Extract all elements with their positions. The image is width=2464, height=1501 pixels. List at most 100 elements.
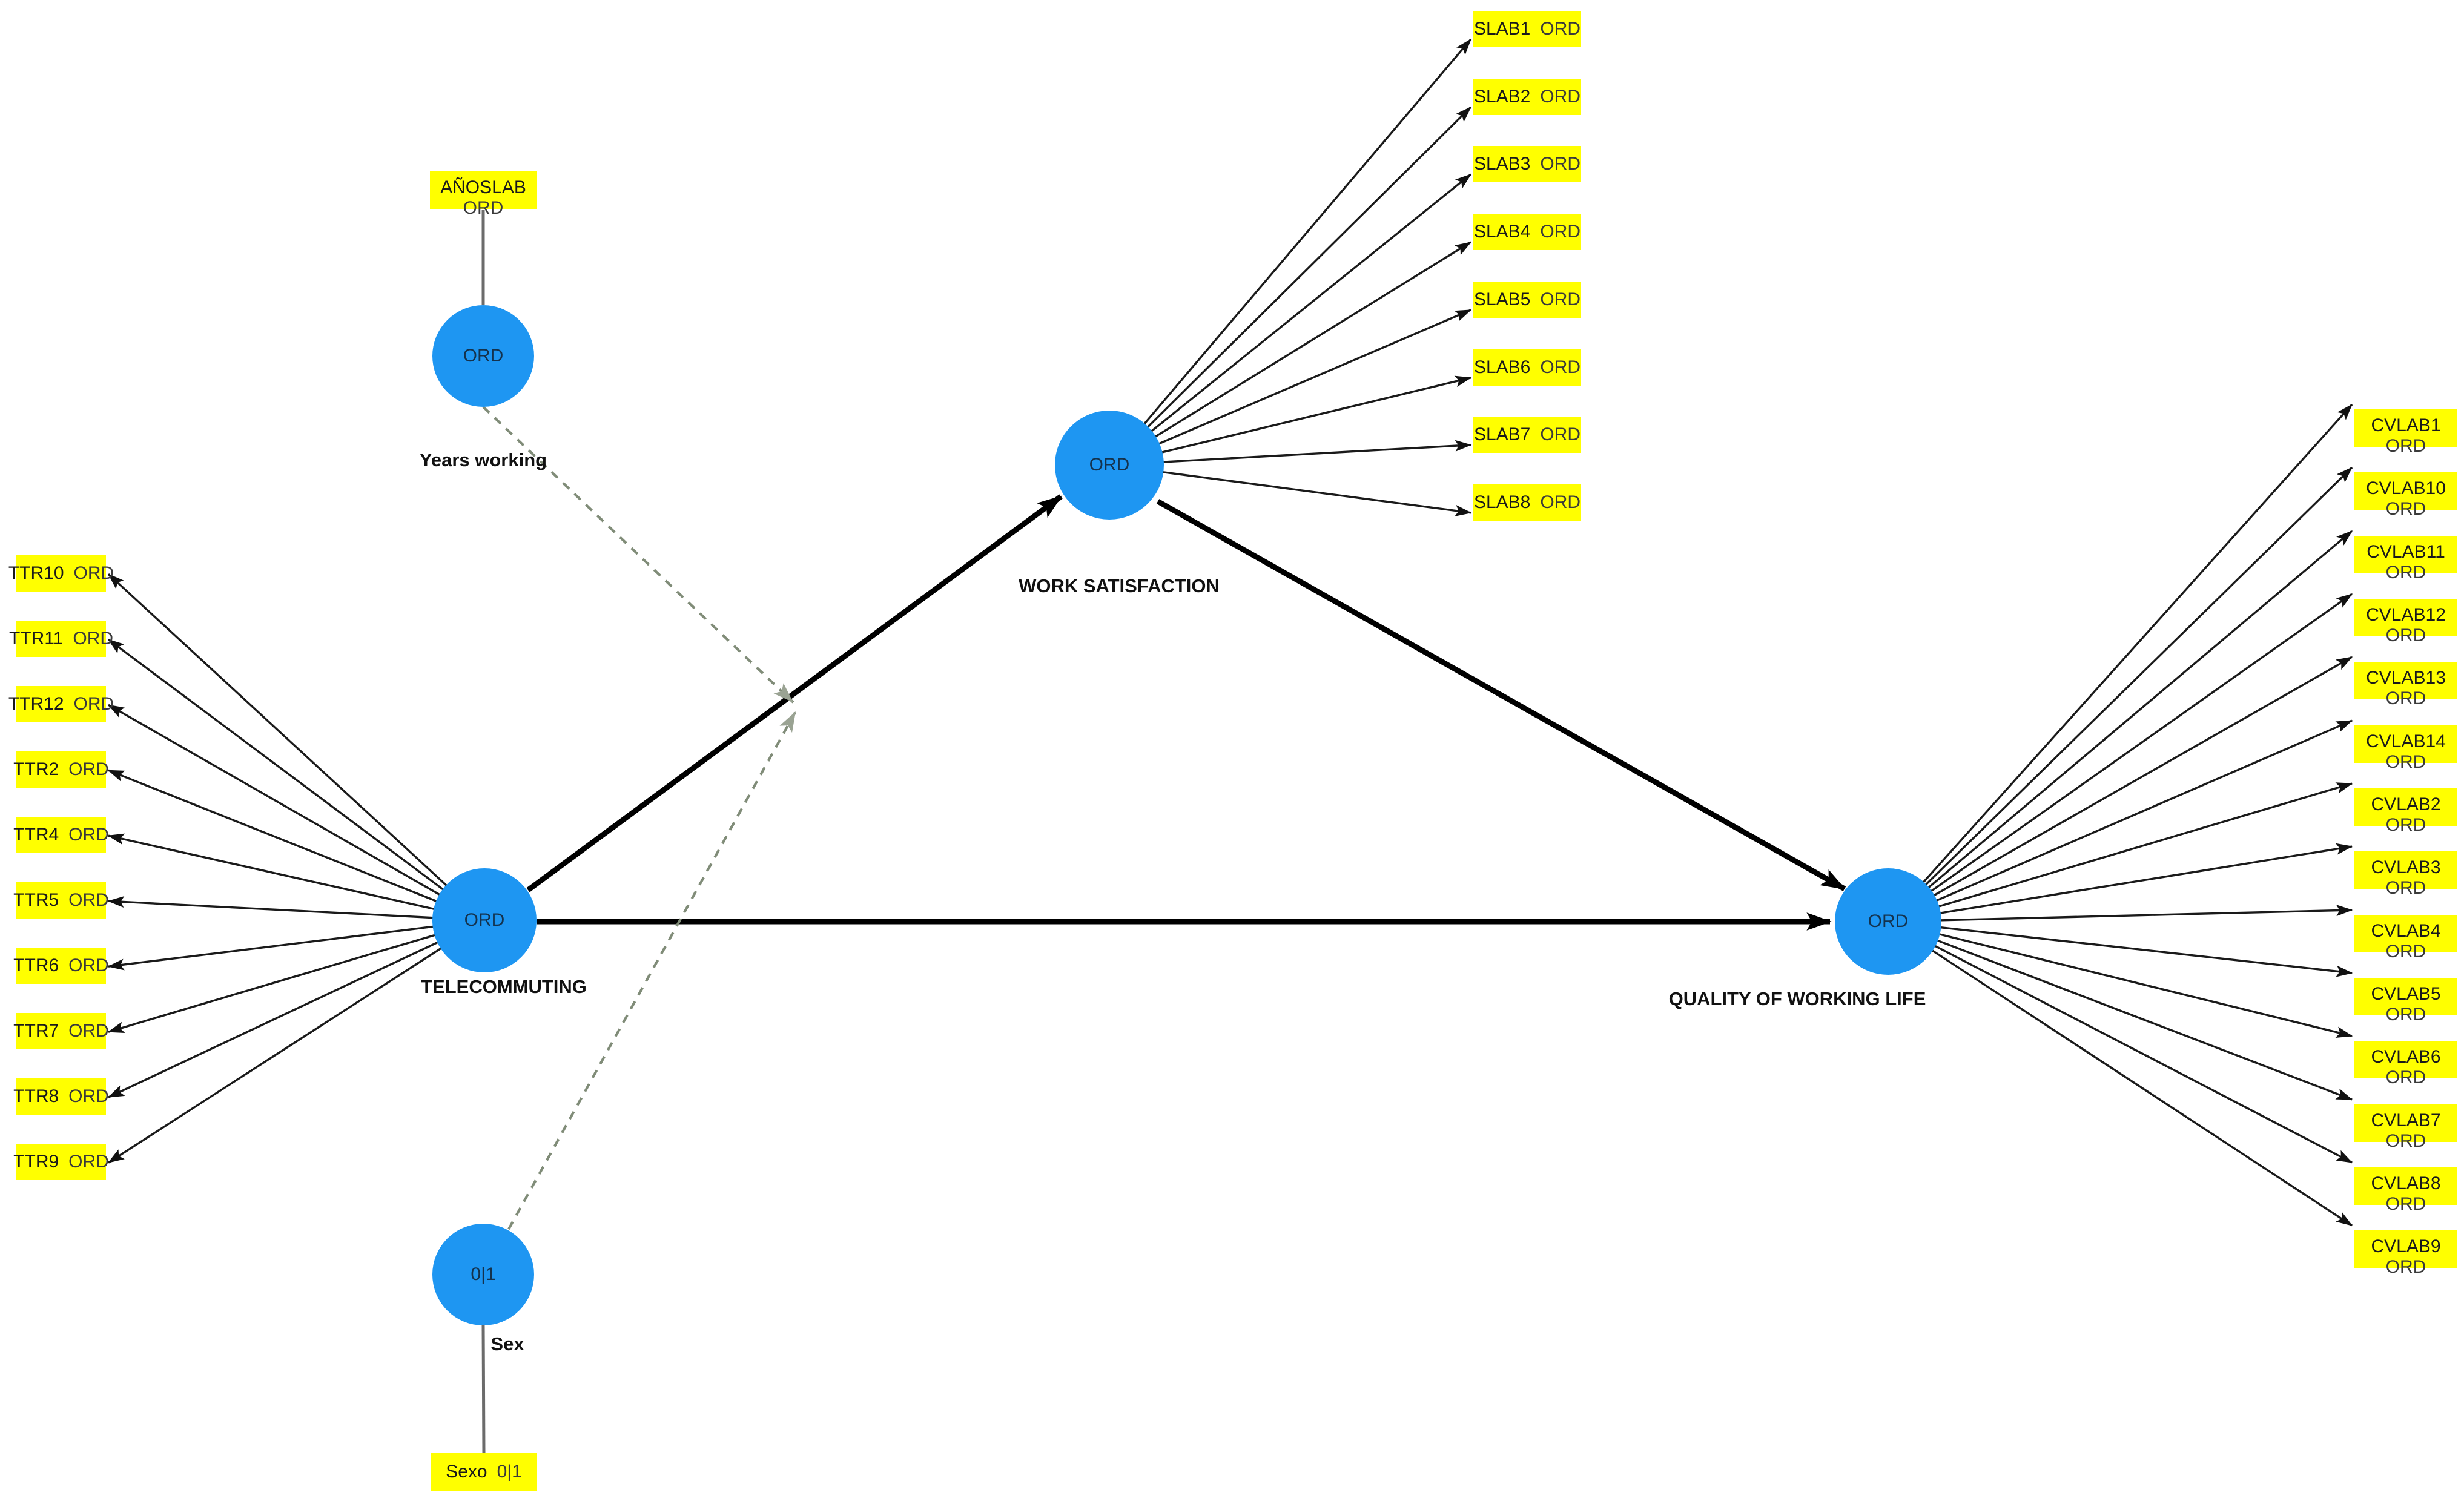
measurement-edge-ws-slab7 — [1161, 440, 1472, 463]
indicator-label: CVLAB11 — [2367, 542, 2445, 562]
indicator-label: SLAB8 — [1473, 492, 1531, 513]
indicator-ttr12[interactable]: TTR12 ORD — [8, 686, 114, 722]
latent-label-telecommuting: TELECOMMUTING — [421, 976, 587, 997]
latent-label-sex: Sex — [490, 1333, 524, 1354]
indicator-label: SLAB4 — [1473, 222, 1531, 242]
indicator-scale: ORD — [2385, 878, 2426, 898]
indicator-scale: ORD — [2385, 752, 2426, 772]
indicator-label: CVLAB9 — [2371, 1236, 2441, 1257]
measurement-edge-tel-ttr2 — [107, 769, 439, 903]
indicator-scale: ORD — [68, 1152, 109, 1172]
indicator-label: SLAB5 — [1473, 289, 1531, 310]
measurement-edge-tel-ttr9 — [107, 946, 443, 1164]
measurement-edge-tel-ttr6 — [107, 925, 435, 971]
indicator-label: CVLAB13 — [2366, 668, 2446, 688]
indicator-scale: ORD — [68, 759, 109, 780]
indicator-scale: ORD — [2385, 499, 2426, 519]
indicator-label: TTR9 — [13, 1152, 59, 1172]
measurement-edge-qwl-cvlab5 — [1938, 926, 2353, 977]
indicator-label: CVLAB10 — [2366, 478, 2446, 499]
indicator-scale: ORD — [73, 628, 114, 649]
indicator-label: CVLAB5 — [2371, 984, 2441, 1005]
indicator-label: TTR8 — [13, 1086, 59, 1107]
indicator-scale: ORD — [1540, 87, 1581, 107]
indicator-label: CVLAB12 — [2366, 605, 2446, 625]
indicator-sexo[interactable]: Sexo 0|1 — [431, 1453, 537, 1491]
measurement-edge-qwl-cvlab13 — [1932, 656, 2353, 897]
indicator-scale: ORD — [1540, 357, 1581, 378]
indicator-scale: ORD — [68, 890, 109, 911]
measurement-edge-qwl-cvlab3 — [1938, 843, 2353, 915]
indicator-scale: ORD — [2385, 562, 2426, 582]
indicator-scale: ORD — [2385, 815, 2426, 835]
measurement-edge-tel-ttr4 — [107, 833, 437, 911]
indicator-scale: 0|1 — [497, 1462, 522, 1482]
indicator-scale: ORD — [1540, 492, 1581, 513]
measurement-edges — [107, 38, 2353, 1454]
indicator-label: SLAB3 — [1473, 154, 1531, 174]
indicator-label: CVLAB8 — [2371, 1173, 2441, 1194]
measurement-edge-tel-ttr5 — [107, 896, 435, 919]
moderator-edges — [482, 406, 797, 1230]
indicator-label: CVLAB6 — [2371, 1047, 2441, 1067]
indicator-slab8[interactable]: SLAB8 ORD — [1473, 484, 1581, 521]
measurement-edge-qwl-cvlab9 — [1930, 948, 2353, 1227]
indicator-scale: ORD — [73, 694, 114, 714]
indicator-ttr2[interactable]: TTR2 ORD — [13, 751, 109, 788]
indicator-scale: ORD — [2385, 1005, 2426, 1024]
measurement-edge-qwl-cvlab2 — [1937, 782, 2353, 908]
indicator-label: CVLAB1 — [2371, 415, 2441, 436]
indicator-ttr5[interactable]: TTR5 ORD — [13, 882, 109, 919]
latent-node-quality_of_working_life[interactable]: ORD — [1835, 868, 1941, 975]
indicator-label: SLAB1 — [1473, 19, 1531, 39]
indicator-label: TTR5 — [13, 890, 59, 911]
indicator-scale: ORD — [2385, 1257, 2426, 1277]
structural-path-work_satisfaction-to-quality_of_working_life — [1156, 499, 1846, 891]
measurement-edge-qwl-cvlab10 — [1923, 466, 2353, 887]
measurement-edge-sex-sexo — [481, 1325, 486, 1454]
indicator-scale: ORD — [1540, 424, 1581, 445]
measurement-edge-ws-slab5 — [1157, 309, 1472, 446]
latent-node-telecommuting[interactable]: ORD — [432, 868, 537, 972]
latent-node-years_working[interactable]: ORD — [432, 305, 534, 407]
latent-node-sex[interactable]: 0|1 — [432, 1224, 534, 1325]
indicator-label: TTR10 — [8, 563, 64, 584]
indicator-label: Sexo — [446, 1462, 487, 1482]
indicator-label: TTR12 — [8, 694, 64, 714]
latent-node-work_satisfaction[interactable]: ORD — [1055, 411, 1164, 520]
indicator-label: TTR2 — [13, 759, 59, 780]
latent-label-work_satisfaction: WORK SATISFACTION — [1019, 575, 1220, 596]
indicator-ttr9[interactable]: TTR9 ORD — [13, 1144, 109, 1180]
indicator-label: CVLAB14 — [2366, 731, 2446, 752]
indicator-scale: ORD — [2385, 436, 2426, 456]
